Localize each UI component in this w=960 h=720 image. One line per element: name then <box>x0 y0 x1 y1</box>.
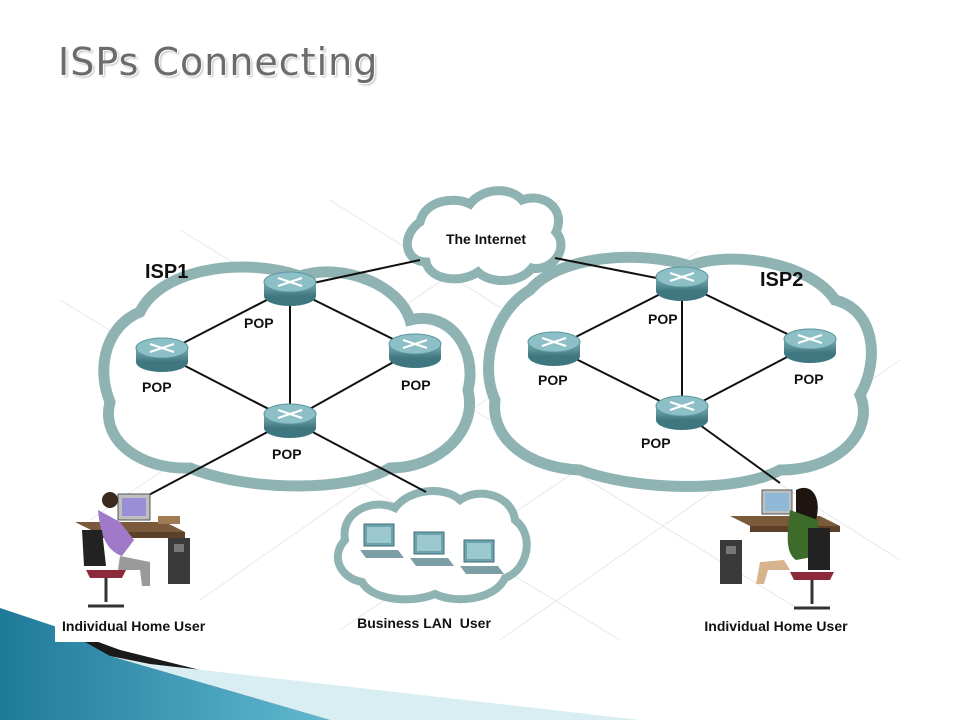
isp1-pop-left-label: POP <box>142 379 172 395</box>
isp1-pop-bottom-label: POP <box>272 446 302 462</box>
slide-title: ISPs Connecting <box>58 40 379 84</box>
router-icon <box>783 328 837 363</box>
router-icon <box>263 403 317 438</box>
router-icon <box>135 337 189 372</box>
isp1-pop-right-label: POP <box>401 377 431 393</box>
computer-icon <box>410 531 454 566</box>
isp1-label: ISP1 <box>145 261 188 283</box>
home-user-right-figure <box>720 487 840 610</box>
isp2-pop-left-label: POP <box>538 372 568 388</box>
decorative-swoosh <box>0 608 640 720</box>
isp2-pop-right-label: POP <box>794 371 824 387</box>
isp2-label: ISP2 <box>760 269 803 291</box>
routers <box>135 266 837 438</box>
isp2-pop-top-label: POP <box>648 311 678 327</box>
router-icon <box>527 331 581 366</box>
internet-label: The Internet <box>446 231 526 247</box>
isp2-cloud <box>483 251 877 492</box>
business-lan-computers <box>360 523 504 574</box>
isp1-pop-top-label: POP <box>244 315 274 331</box>
router-icon <box>388 333 442 368</box>
computer-icon <box>460 539 504 574</box>
link-home-left <box>144 419 291 498</box>
router-icon <box>655 395 709 430</box>
router-icon <box>263 271 317 306</box>
home-user-left-figure <box>55 492 215 642</box>
router-icon <box>655 266 709 301</box>
home-user-right-label: Individual Home User <box>704 618 848 634</box>
home-user-left-label: Individual Home User <box>62 618 206 634</box>
isp2-pop-bottom-label: POP <box>641 435 671 451</box>
computer-icon <box>360 523 404 558</box>
business-lan-label: Business LAN User <box>357 615 491 631</box>
